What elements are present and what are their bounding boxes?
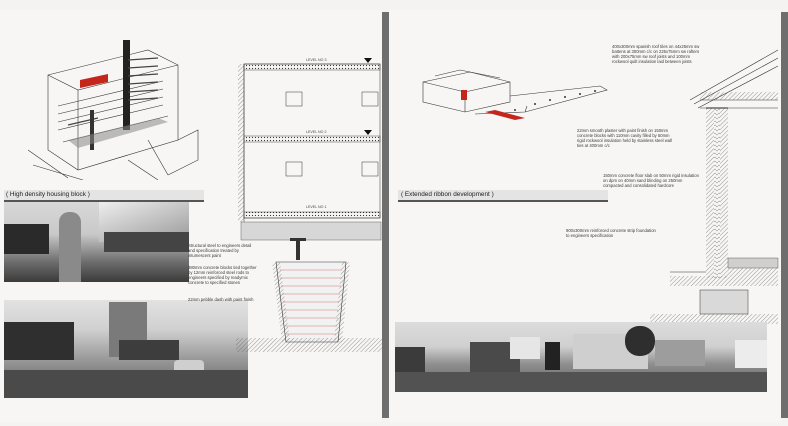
axonometric-block-drawing [28,40,199,180]
street-photo-strip [395,322,767,392]
note-pebble-dash: 22mm pebble dash with paint finish [188,297,254,302]
level-label-3: LEVEL NO 3 [306,58,327,62]
note-roof: 400x300mm spanish roof tiles on 44x25mm … [612,44,700,64]
section-tag-right: ( Extended ribbon development ) [401,191,494,198]
street-photo-1 [4,202,189,282]
section-tag-bar-right [398,190,608,202]
note-wall: 22mm smooth plaster with paint finish on… [577,128,672,148]
ribbon-development-drawing [422,69,608,120]
section-tag: ( High density housing block ) [6,191,90,198]
note-floor: 150mm concrete floor slab on 50mm rigid … [603,173,699,188]
note-steel: Structural steel to engineers detail and… [188,243,252,258]
section-tag-bar [4,190,204,202]
right-edge-divider [781,12,788,418]
note-blocks: 380mm concrete blocks tied together by 1… [188,265,257,285]
wall-section-detail [650,49,779,324]
level-label-2: LEVEL NO 2 [306,130,327,134]
street-photo-2 [4,300,248,398]
note-foundation: 900x300mm reinforced concrete strip foun… [566,228,656,238]
building-section-drawing [236,58,382,352]
panel-divider [382,12,389,418]
level-label-1: LEVEL NO 1 [306,205,327,209]
